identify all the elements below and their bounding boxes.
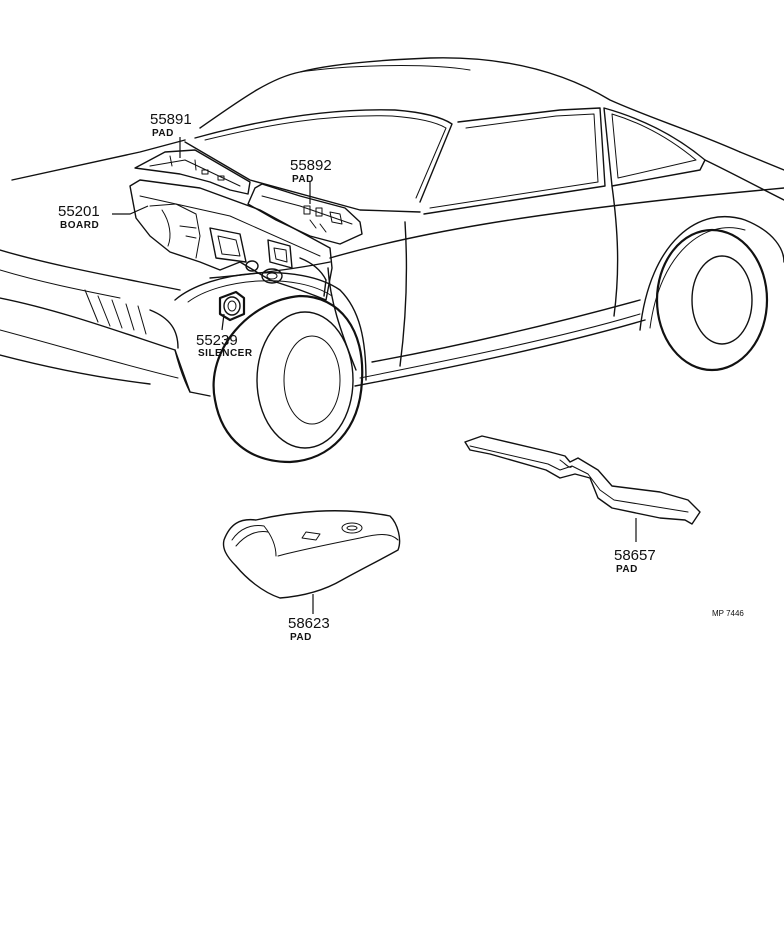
pad-55891-part xyxy=(134,149,251,195)
silencer-55239-part xyxy=(218,290,246,322)
part-label-55239: 55239 SILENCER xyxy=(196,332,253,359)
part-label-55892: 55892 PAD xyxy=(290,157,332,185)
part-number: 55891 xyxy=(150,111,192,128)
reference-code: MP 7446 xyxy=(712,609,744,618)
board-55201-part xyxy=(129,179,333,301)
part-name: PAD xyxy=(292,174,314,185)
pad-58657-part xyxy=(464,435,701,525)
part-label-58657: 58657 PAD xyxy=(614,547,656,575)
part-number: 58657 xyxy=(614,547,656,564)
part-label-58623: 58623 PAD xyxy=(288,615,330,643)
pad-55892-part xyxy=(247,183,363,245)
part-number: 58623 xyxy=(288,615,330,632)
pad-58623-part xyxy=(222,510,401,599)
part-name: PAD xyxy=(152,128,174,139)
part-number: 55239 xyxy=(196,332,238,349)
part-name: SILENCER xyxy=(198,348,253,359)
part-number: 55201 xyxy=(58,203,100,220)
part-label-55201: 55201 BOARD xyxy=(58,203,100,231)
part-name: PAD xyxy=(290,632,312,643)
part-number: 55892 xyxy=(290,157,332,174)
car-body-outline xyxy=(0,57,784,464)
part-name: PAD xyxy=(616,564,638,575)
leader-lines xyxy=(112,137,637,614)
part-label-55891: 55891 PAD xyxy=(150,111,192,139)
part-name: BOARD xyxy=(60,220,99,231)
